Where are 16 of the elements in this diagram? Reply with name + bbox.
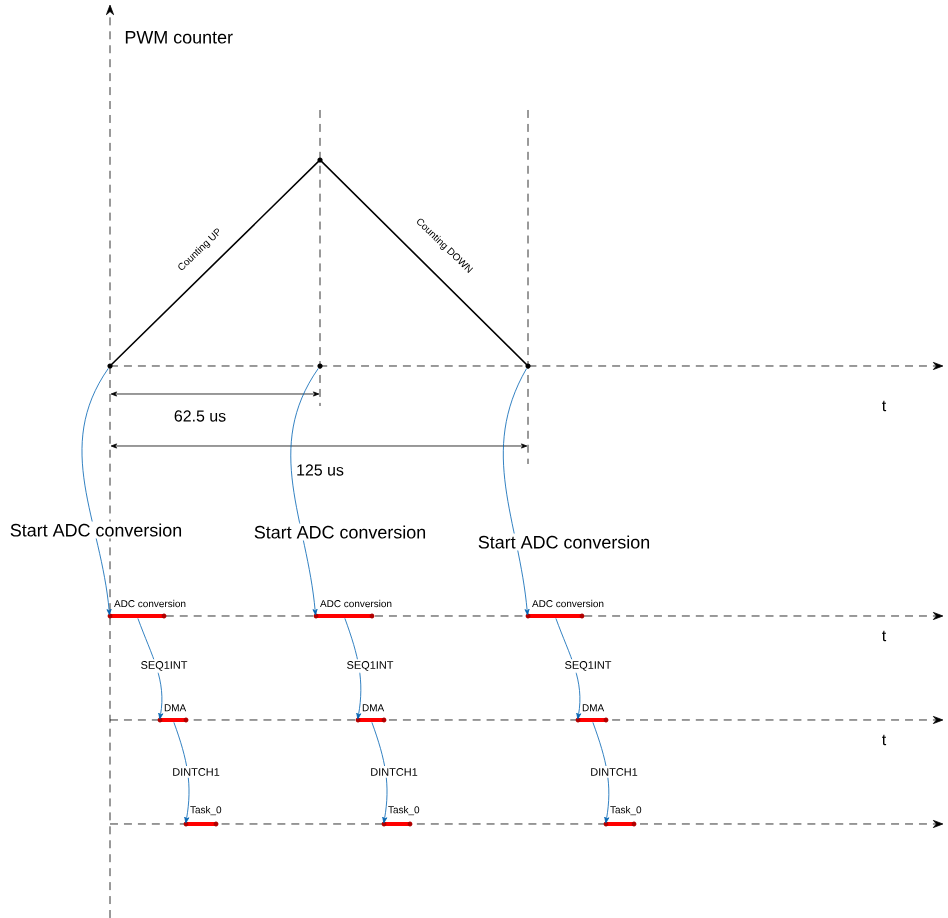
arrow <box>290 368 319 616</box>
axis-label: PWM counter <box>125 31 233 44</box>
arrow <box>592 722 610 824</box>
edge-label: Start ADC conversion <box>10 523 182 537</box>
point <box>525 363 531 369</box>
arrow <box>503 368 530 616</box>
arrow <box>555 618 582 720</box>
arrow <box>173 722 190 824</box>
arrow <box>371 722 388 824</box>
arrow <box>344 618 362 720</box>
arrow <box>137 618 164 720</box>
arrow <box>81 368 112 616</box>
edge-label: Start ADC conversion <box>254 525 426 539</box>
edge-label: Start ADC conversion <box>478 535 650 549</box>
point <box>317 363 323 369</box>
point <box>107 363 113 369</box>
